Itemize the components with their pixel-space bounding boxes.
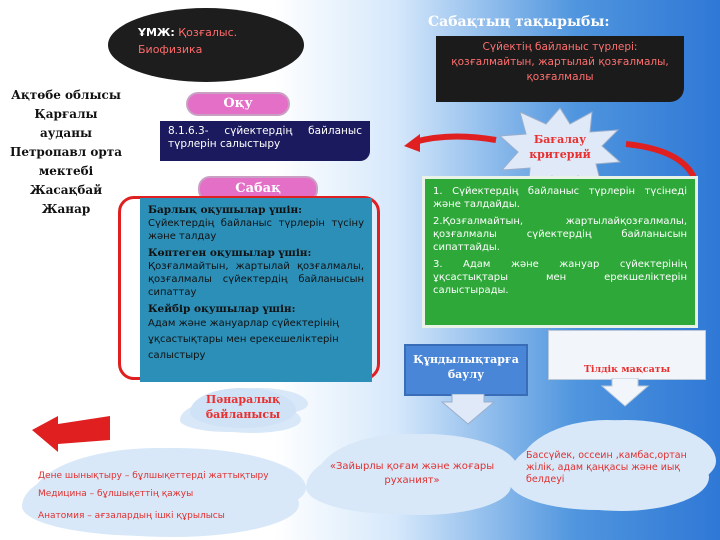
group-heading: Барлық оқушылар үшін: — [148, 204, 303, 216]
criteria-box: 1. Сүйектердің байланыс түрлерін түсінед… — [422, 176, 698, 328]
values-label-box — [404, 344, 528, 396]
curved-arrow-left — [413, 133, 497, 145]
group-text: Қозғалмайтын, жартылай қозғалмалы, қозға… — [148, 261, 364, 298]
criteria-label: Бағалау критерий — [529, 133, 591, 161]
school-line: ауданы — [39, 126, 93, 140]
umzh-ellipse: ҰМЖ: Қозғалыс. Биофизика — [108, 8, 304, 82]
umzh-label: ҰМЖ: — [138, 26, 175, 39]
interdisciplinary-label: Пәнаралық байланысы — [205, 393, 281, 421]
interdisciplinary-item: Анатомия – ағзалардың ішкі құрылысы — [38, 511, 225, 521]
school-line: Ақтөбе облысы — [11, 88, 121, 102]
interdisciplinary-item: Дене шынықтыру – бұлшықеттерді жаттықтыр… — [38, 471, 269, 481]
language-label: Тілдік мақсаты — [583, 364, 671, 375]
umzh-value: Қозғалыс. Биофизика — [138, 26, 238, 56]
curved-arrow-left-head — [404, 134, 420, 152]
group-text: Адам және жануарлар сүйектерінің ұқсасты… — [148, 318, 339, 361]
learning-goal-text: 8.1.6.3- сүйектердің байланыс түрлерін с… — [168, 125, 362, 150]
values-label: Құндылықтарға баулу — [413, 353, 519, 381]
group-heading: Кейбір оқушылар үшін: — [148, 303, 296, 315]
topic-box: Сүйектің байланыс түрлері: қозғалмайтын,… — [436, 36, 684, 102]
school-info: Ақтөбе облысы Қарғалы ауданы Петропавл о… — [6, 86, 126, 219]
school-line: Қарғалы — [34, 107, 98, 121]
interdisciplinary-item: Медицина – бұлшықеттің қажуы — [38, 489, 194, 499]
values-text: «Зайырлы қоғам және жоғары руханият» — [329, 461, 495, 486]
values-cloud — [316, 434, 506, 510]
group-text: Сүйектердің байланыс түрлерін түсіну жән… — [148, 218, 364, 242]
language-label-box — [548, 330, 706, 380]
school-line: Жасақбай — [29, 183, 103, 197]
school-line: мектебі — [38, 164, 94, 178]
topic-title: Сабақтың тақырыбы: — [428, 14, 610, 30]
topic-text: Сүйектің байланыс түрлері: қозғалмайтын,… — [451, 41, 669, 83]
criteria-item: 2.Қозғалмайтын, жартылайқозғалмалы, қозғ… — [433, 216, 687, 253]
school-line: Жанар — [41, 202, 91, 216]
group-heading: Көптеген оқушылар үшін: — [148, 247, 312, 259]
school-line: Петропавл орта — [10, 145, 122, 159]
language-cloud — [518, 420, 704, 506]
learning-goal-box: 8.1.6.3- сүйектердің байланыс түрлерін с… — [160, 121, 370, 161]
criteria-item: 3. Адам және жануар сүйектерінің ұқсасты… — [433, 259, 687, 296]
left-block-arrow — [32, 416, 110, 452]
interdisciplinary-items-cloud — [32, 448, 294, 532]
lesson-goal-box: Барлық оқушылар үшін: Сүйектердің байлан… — [140, 198, 372, 382]
language-text: Бассүйек, оссеин ,камбас,ортан жілік, ад… — [526, 450, 687, 485]
criteria-item: 1. Сүйектердің байланыс түрлерін түсінед… — [433, 186, 687, 210]
interdisciplinary-items: Дене шынықтыру – бұлшықеттерді жаттықтыр… — [38, 470, 294, 522]
interdisciplinary-cloud — [190, 388, 296, 428]
language-callout-arrow — [600, 378, 650, 407]
values-callout-arrow — [440, 394, 496, 425]
